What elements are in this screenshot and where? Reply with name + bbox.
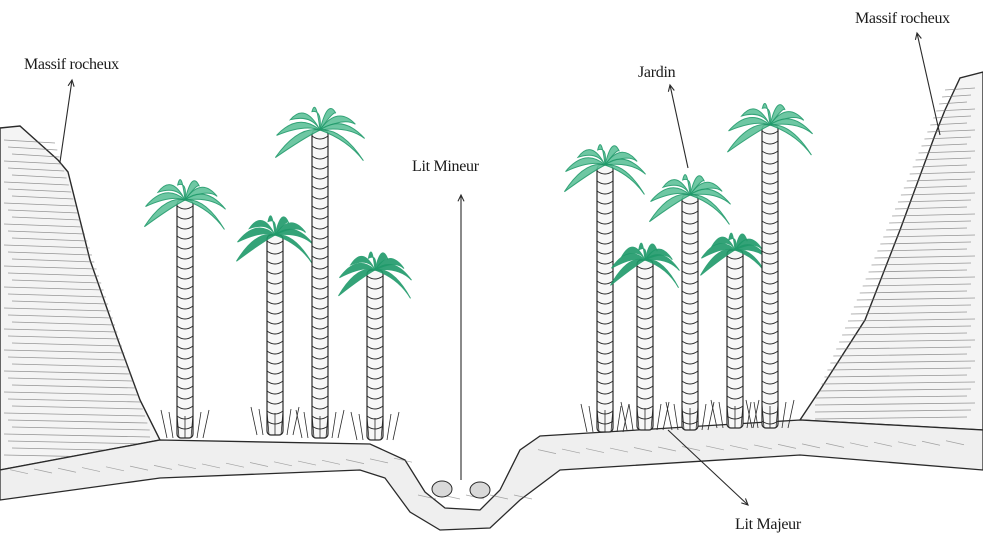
grass-blade [332,412,336,438]
grass-blade [581,404,587,432]
grass-blade [259,409,263,435]
palm-tree [236,216,313,435]
stone [470,482,490,498]
grass-blade [251,407,257,435]
stone [432,481,452,497]
grass-blade [589,406,593,432]
grass-blade [161,410,167,438]
palm-grove [144,103,812,440]
palm-trunk [367,270,383,440]
grass-blade [666,402,672,430]
palm-trunk [312,130,328,438]
grass-blade [338,410,344,438]
grass-blade [629,404,633,430]
grass-blade [617,406,621,432]
rock-mass-left [0,126,160,470]
grass-blade [203,410,209,438]
palm-tree [338,252,411,440]
grass-blade [351,412,357,440]
grass-blade [674,404,678,430]
grass-blade [359,414,363,440]
palm-tree [701,233,770,428]
label-lit-majeur: Lit Majeur [735,516,801,534]
arrow-massif-left [60,80,72,162]
grass-blade [393,412,399,440]
grass-blade [623,404,629,432]
arrow-massif-right [917,33,940,135]
palm-tree [564,145,645,432]
grass-blade [287,409,291,435]
grass-blade [387,414,391,440]
grass-blade [304,412,308,438]
palm-tree [144,180,225,438]
palm-tree [611,243,680,430]
label-massif-rocheux-left: Massif rocheux [24,56,119,74]
grass-blade [711,400,717,428]
grass-blade [719,402,723,428]
label-massif-rocheux-right: Massif rocheux [855,10,950,28]
palm-trunk [637,260,653,430]
arrow-jardin [670,85,688,168]
palm-trunk [597,165,613,432]
rock-masses [0,72,983,470]
grass-blade [296,410,302,438]
grass-blade [657,404,661,430]
palm-trunk [267,235,283,435]
palm-tree [649,175,730,430]
label-lit-mineur: Lit Mineur [412,158,479,176]
grass-blade [169,412,173,438]
grass-blade [197,412,201,438]
grass-blade [663,402,669,430]
label-jardin: Jardin [638,64,675,82]
